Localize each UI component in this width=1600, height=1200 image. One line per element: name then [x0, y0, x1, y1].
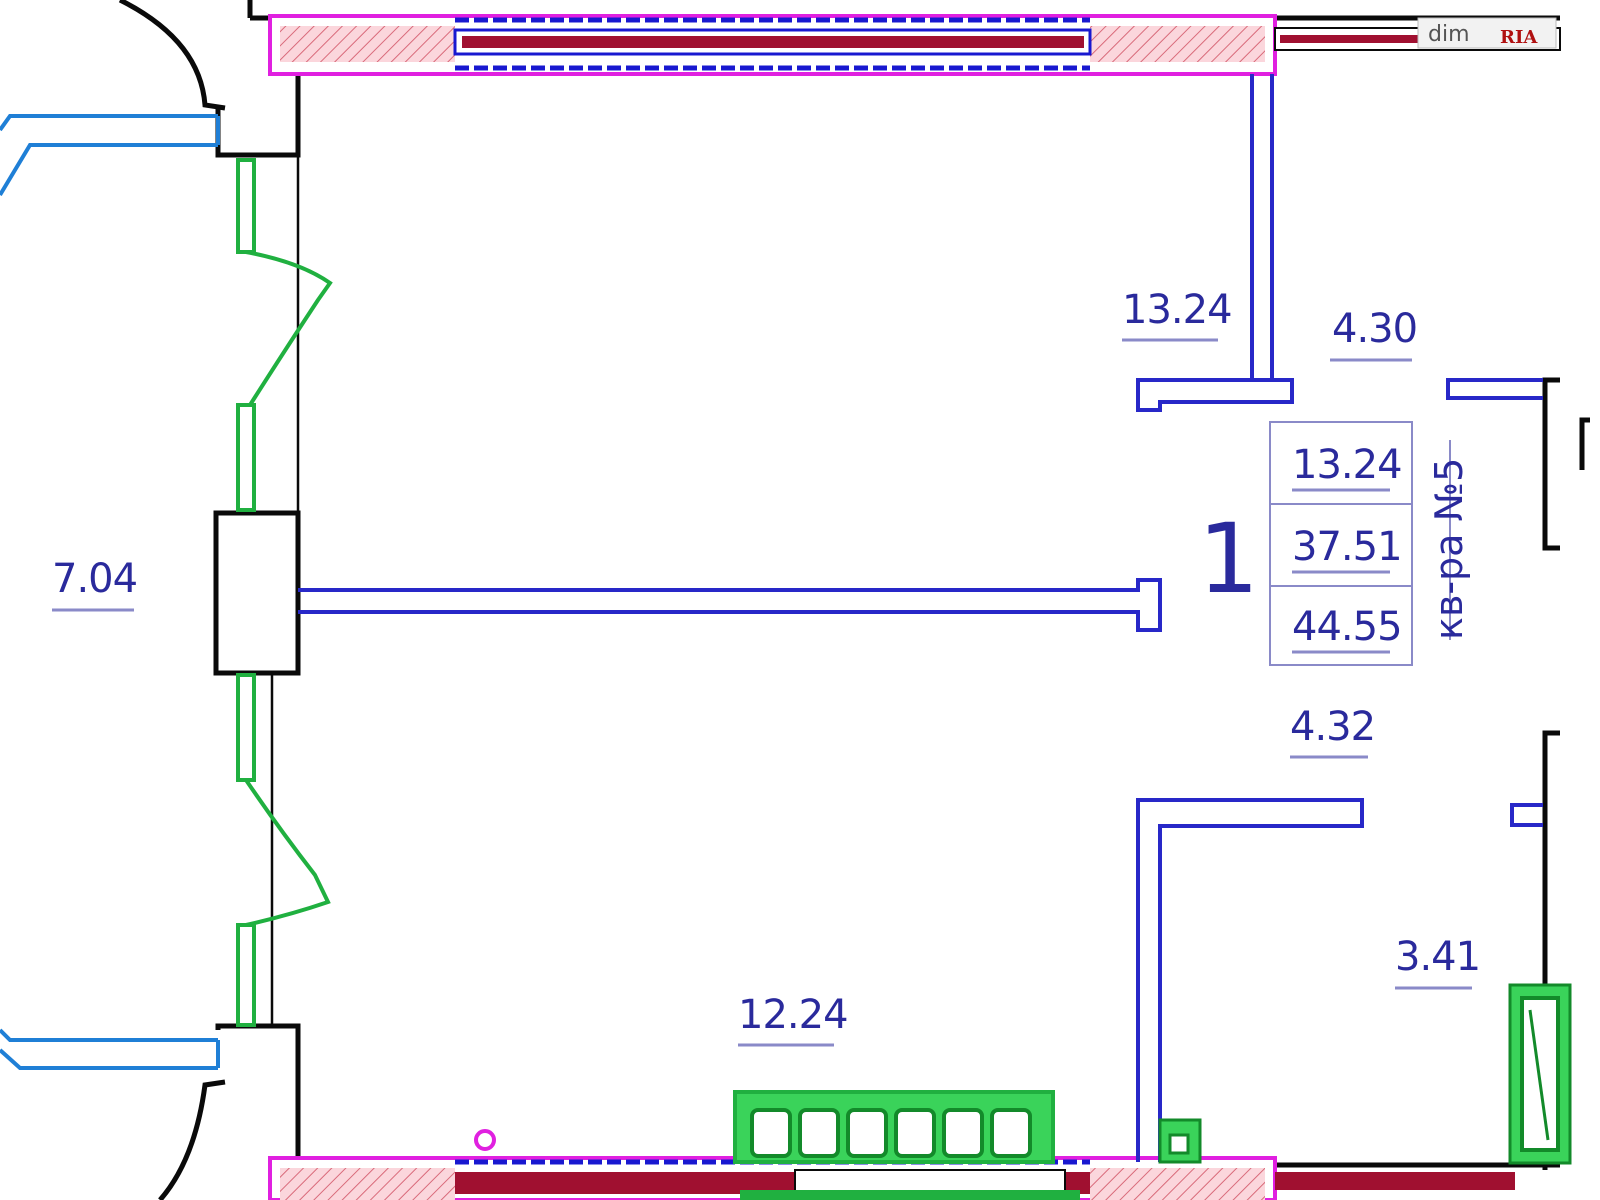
- partitions: [298, 74, 1543, 1162]
- area-underlines: [52, 338, 1472, 1047]
- balcony-doors: [236, 158, 333, 1027]
- summary-underlines: [1292, 440, 1451, 654]
- bottom-window: [268, 1156, 1515, 1200]
- marker-point: [474, 1129, 496, 1151]
- balcony-area-label: 7.04: [52, 556, 137, 602]
- balcony-outer-arcs: [118, 0, 226, 1200]
- top-window: [268, 14, 1561, 76]
- total-area-value: 44.55: [1292, 604, 1402, 650]
- living-area-value: 13.24: [1292, 442, 1402, 488]
- room-count: 1: [1198, 503, 1259, 615]
- bathroom-fixture: [1508, 983, 1572, 1165]
- corridor-area-label: 4.30: [1332, 306, 1417, 352]
- watermark: dim RIA: [1417, 17, 1557, 49]
- riser-fixture: [1158, 1118, 1202, 1164]
- summary-table: [1269, 421, 1413, 666]
- svg-text:dim: dim: [1428, 22, 1470, 47]
- bathroom-area-label: 3.41: [1395, 934, 1480, 980]
- usable-area-value: 37.51: [1292, 524, 1402, 570]
- svg-text:RIA: RIA: [1500, 27, 1538, 48]
- hall-area-label: 4.32: [1290, 704, 1375, 750]
- kitchen-area-label: 12.24: [738, 992, 848, 1038]
- apartment-label: кв-ра №5: [1427, 458, 1471, 640]
- room-area-label: 13.24: [1122, 287, 1232, 333]
- kitchen-unit: [733, 1090, 1055, 1164]
- balcony-outline: [0, 114, 220, 1070]
